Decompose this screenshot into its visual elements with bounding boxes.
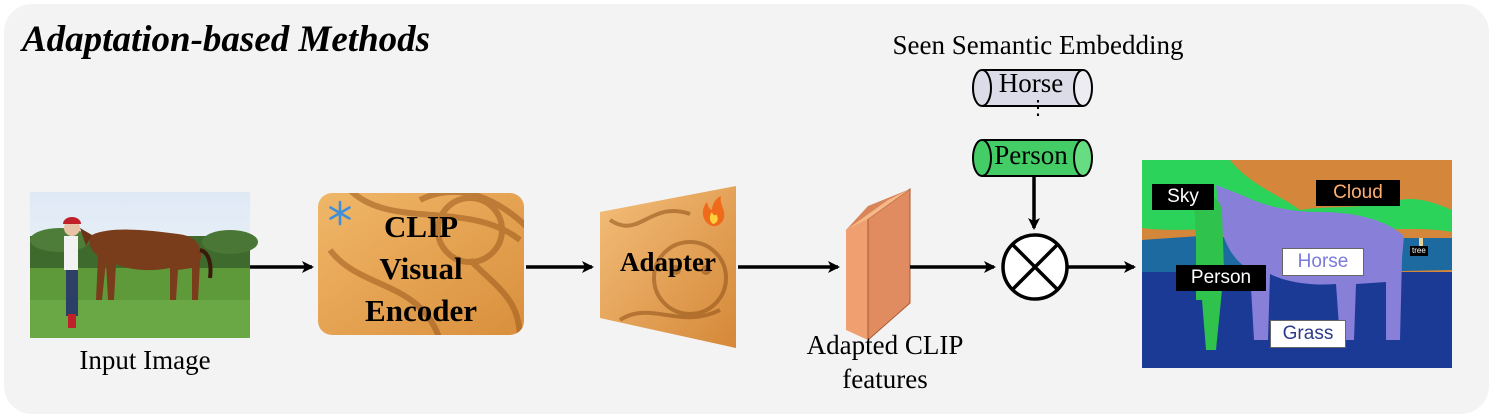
input-image-caption: Input Image	[79, 345, 211, 375]
encoder-label-line-1: CLIP	[383, 209, 459, 244]
seg-label-sky: Sky	[1152, 184, 1214, 210]
clip-visual-encoder-block	[318, 193, 524, 335]
embedding-item-horse: Horse	[998, 68, 1064, 98]
diagram-title: Adaptation-based Methods	[22, 19, 431, 60]
embedding-person-cylinder	[972, 139, 1093, 177]
seg-label-person: Person	[1176, 265, 1266, 291]
encoder-label-line-3: Encoder	[365, 293, 477, 328]
adapter-block	[600, 186, 736, 348]
embedding-item-person: Person	[994, 140, 1068, 170]
seg-label-tree: tree	[1410, 246, 1428, 256]
flame-icon	[702, 196, 725, 227]
input-image	[30, 192, 258, 338]
seg-label-cloud: Cloud	[1316, 180, 1400, 206]
encoder-label-line-2: Visual	[379, 251, 463, 286]
adapted-features-block	[846, 188, 911, 342]
adapted-features-caption-line-2: features	[842, 364, 928, 394]
adapted-features-caption-line-1: Adapted CLIP	[806, 330, 964, 360]
seg-label-horse: Horse	[1282, 248, 1364, 276]
embedding-ellipsis: ⋮	[1028, 97, 1048, 119]
seg-label-grass: Grass	[1270, 320, 1346, 348]
embedding-horse-cylinder	[972, 69, 1093, 107]
multiply-circle-icon	[1001, 233, 1069, 301]
adapter-label: Adapter	[620, 247, 716, 277]
embedding-title: Seen Semantic Embedding	[892, 30, 1184, 60]
adapted-features-caption: Adapted CLIP features	[760, 328, 1010, 396]
snowflake-icon	[329, 200, 351, 226]
clip-visual-encoder-label: CLIP Visual Encoder	[318, 206, 524, 332]
